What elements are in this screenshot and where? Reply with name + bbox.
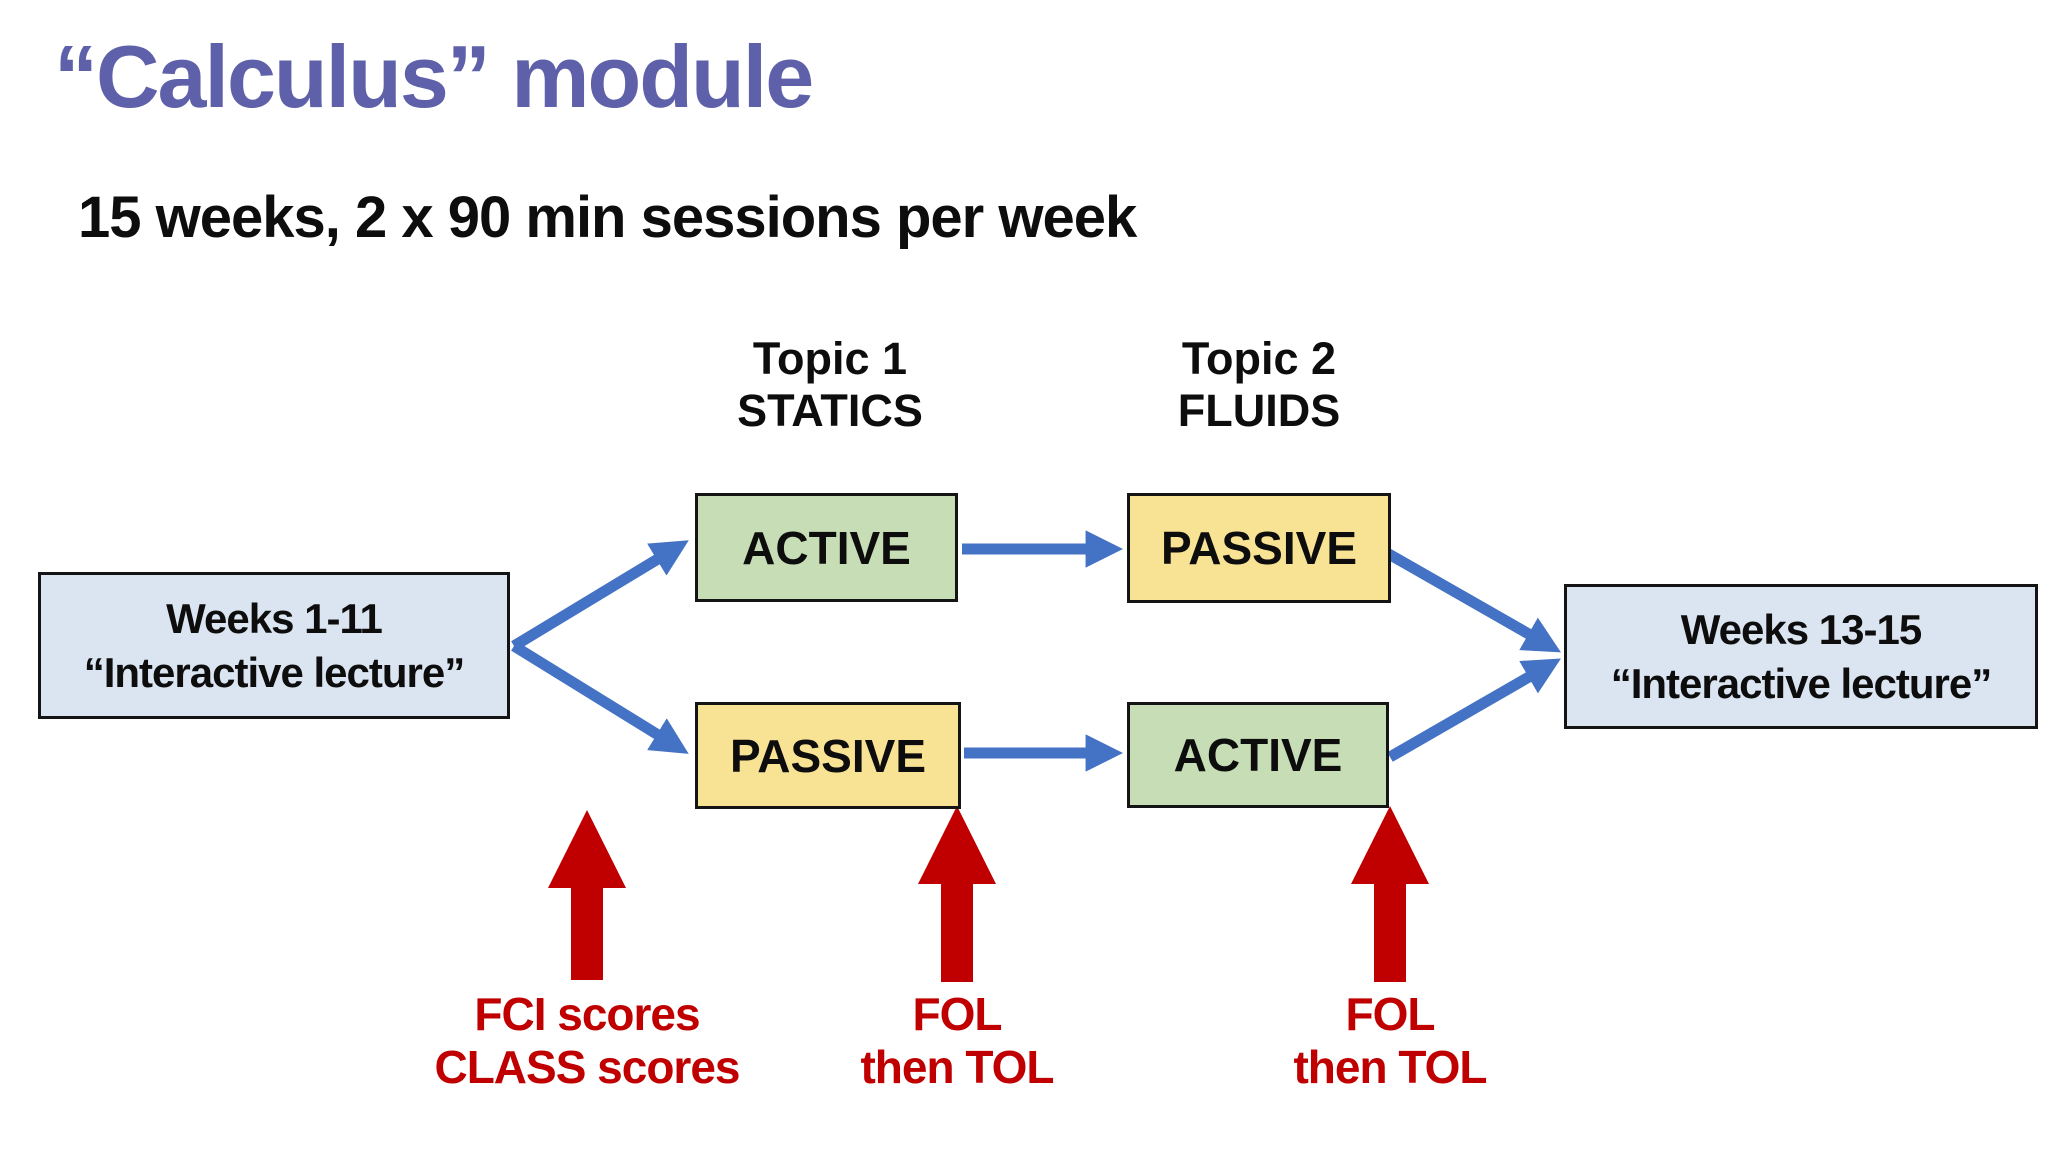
topic-2-line2: FLUIDS (1177, 385, 1341, 436)
annotation-1-line1: FCI scores (474, 988, 700, 1040)
topic-1-header: Topic 1 STATICS (690, 333, 970, 437)
topic-1-line2: STATICS (737, 385, 923, 436)
topic1-active-label: ACTIVE (742, 521, 911, 574)
weeks-1-11-line1: Weeks 1-11 (166, 594, 383, 642)
topic1-active-box: ACTIVE (695, 493, 958, 602)
slide-title: “Calculus” module (54, 27, 814, 126)
red-up-arrow-fol-tol-2 (1351, 806, 1429, 982)
topic2-active-box: ACTIVE (1127, 702, 1389, 808)
arrow-passive-top-to-end (1384, 548, 1561, 653)
annotation-1-line2: CLASS scores (434, 1041, 740, 1093)
topic1-passive-label: PASSIVE (730, 729, 926, 782)
red-up-arrow-fci-class (548, 810, 626, 980)
annotation-fci-class-scores: FCI scores CLASS scores (367, 988, 807, 1094)
topic-1-line1: Topic 1 (752, 333, 908, 384)
annotation-3-line2: then TOL (1293, 1041, 1487, 1093)
arrow-active-bottom-to-end (1387, 658, 1561, 762)
annotation-2-line1: FOL (912, 988, 1003, 1040)
topic-2-line1: Topic 2 (1181, 333, 1337, 384)
arrow-start-to-active-top (511, 540, 689, 651)
topic1-passive-box: PASSIVE (695, 702, 961, 809)
arrow-start-to-passive-bottom (511, 641, 689, 754)
weeks-1-11-line2: “Interactive lecture” (83, 648, 466, 696)
annotation-3-line1: FOL (1345, 988, 1436, 1040)
slide-subtitle: 15 weeks, 2 x 90 min sessions per week (78, 185, 1137, 250)
annotation-fol-then-tol-2: FOL then TOL (1210, 988, 1570, 1094)
topic2-active-label: ACTIVE (1173, 729, 1343, 781)
red-up-arrow-fol-tol-1 (918, 806, 996, 982)
topic2-passive-label: PASSIVE (1161, 522, 1357, 574)
weeks-13-15-line2: “Interactive lecture” (1610, 659, 1993, 707)
annotation-fol-then-tol-1: FOL then TOL (777, 988, 1137, 1094)
topic2-passive-box: PASSIVE (1127, 493, 1391, 603)
annotation-2-line2: then TOL (860, 1041, 1054, 1093)
weeks-13-15-box: Weeks 13-15 “Interactive lecture” (1564, 584, 2038, 729)
weeks-1-11-box: Weeks 1-11 “Interactive lecture” (38, 572, 510, 719)
weeks-13-15-line1: Weeks 13-15 (1680, 605, 1922, 653)
topic-2-header: Topic 2 FLUIDS (1119, 333, 1399, 437)
